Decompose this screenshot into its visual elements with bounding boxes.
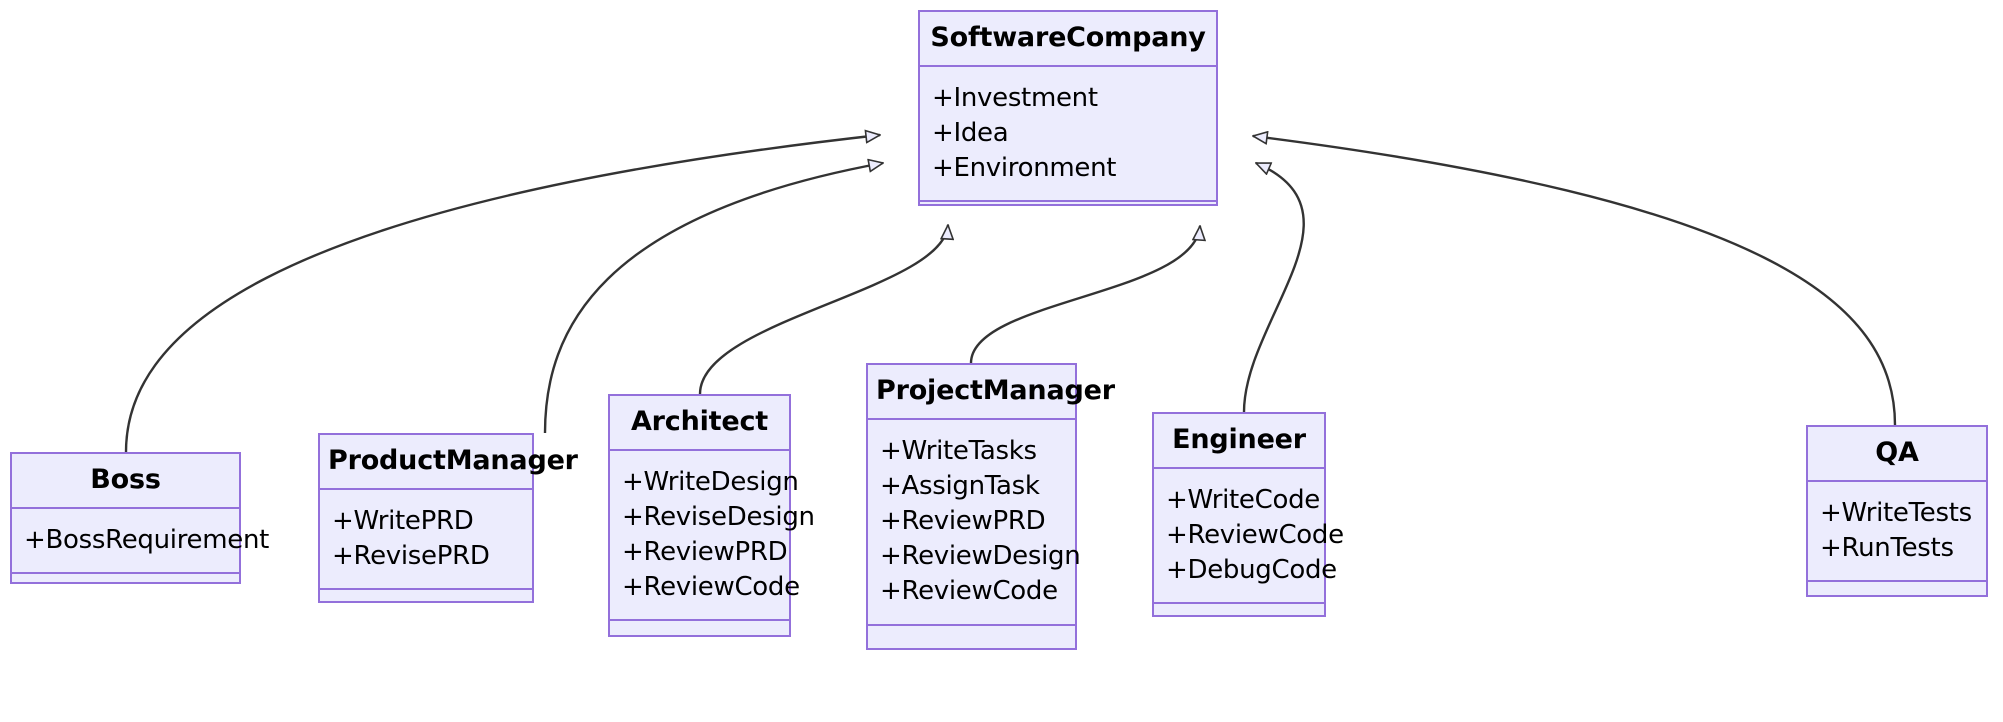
class-attributes-projectmanager: +WriteTasks +AssignTask +ReviewPRD +Revi… — [868, 420, 1081, 626]
class-methods-projectmanager — [868, 626, 1075, 648]
class-title-qa: QA — [1808, 427, 1986, 482]
class-member: +AssignTask — [880, 470, 1040, 501]
class-attributes-softwarecompany: +Investment +Idea +Environment — [920, 67, 1216, 202]
class-member: +WritePRD — [332, 505, 474, 536]
edge-qa-to-softwarecompany — [1253, 136, 1897, 426]
class-node-boss[interactable]: Boss +BossRequirement — [10, 452, 270, 584]
class-title-productmanager: ProductManager — [320, 435, 578, 490]
class-member: +Environment — [932, 152, 1117, 183]
edge-engineer-to-softwarecompany — [1242, 161, 1305, 413]
class-title-projectmanager: ProjectManager — [868, 365, 1115, 420]
class-attributes-engineer: +WriteCode +ReviewCode +DebugCode — [1154, 469, 1344, 604]
class-member: +ReviewCode — [1166, 519, 1344, 550]
class-methods-softwarecompany — [920, 202, 1216, 224]
class-attributes-productmanager: +WritePRD +RevisePRD — [320, 490, 532, 590]
class-member: +WriteCode — [1166, 484, 1320, 515]
class-methods-engineer — [1154, 604, 1324, 626]
class-title-engineer: Engineer — [1154, 414, 1324, 469]
class-member: +ReviewPRD — [880, 505, 1046, 536]
class-node-qa[interactable]: QA +WriteTests +RunTests — [1806, 425, 1988, 597]
class-member: +Idea — [932, 117, 1009, 148]
class-attributes-qa: +WriteTests +RunTests — [1808, 482, 1986, 582]
class-node-architect[interactable]: Architect +WriteDesign +ReviseDesign +Re… — [608, 394, 815, 637]
class-title-architect: Architect — [610, 396, 789, 451]
class-methods-productmanager — [320, 590, 532, 612]
class-member: +ReviewCode — [880, 576, 1058, 607]
class-methods-qa — [1808, 582, 1986, 604]
class-methods-boss — [12, 574, 239, 596]
class-member: +DebugCode — [1166, 554, 1337, 585]
class-title-boss: Boss — [12, 454, 239, 509]
class-node-softwarecompany[interactable]: SoftwareCompany +Investment +Idea +Envir… — [918, 10, 1218, 206]
class-member: +WriteTasks — [880, 435, 1037, 466]
edge-productmanager-to-softwarecompany — [543, 163, 883, 434]
class-member: +RunTests — [1820, 532, 1954, 563]
class-member: +ReviewCode — [622, 571, 800, 602]
class-attributes-boss: +BossRequirement — [12, 509, 270, 574]
class-title-softwarecompany: SoftwareCompany — [920, 12, 1216, 67]
class-member: +ReviewDesign — [880, 540, 1081, 571]
class-member: +WriteDesign — [622, 466, 799, 497]
class-node-projectmanager[interactable]: ProjectManager +WriteTasks +AssignTask +… — [866, 363, 1115, 650]
class-member: +BossRequirement — [24, 524, 270, 555]
edge-projectmanager-to-softwarecompany — [969, 226, 1200, 364]
class-member: +ReviewPRD — [622, 536, 788, 567]
class-member: +WriteTests — [1820, 497, 1972, 528]
class-attributes-architect: +WriteDesign +ReviseDesign +ReviewPRD +R… — [610, 451, 815, 622]
class-member: +ReviseDesign — [622, 501, 815, 532]
class-methods-architect — [610, 621, 789, 643]
class-node-engineer[interactable]: Engineer +WriteCode +ReviewCode +DebugCo… — [1152, 412, 1344, 617]
class-member: +RevisePRD — [332, 540, 490, 571]
class-member: +Investment — [932, 82, 1098, 113]
class-node-productmanager[interactable]: ProductManager +WritePRD +RevisePRD — [318, 433, 578, 603]
